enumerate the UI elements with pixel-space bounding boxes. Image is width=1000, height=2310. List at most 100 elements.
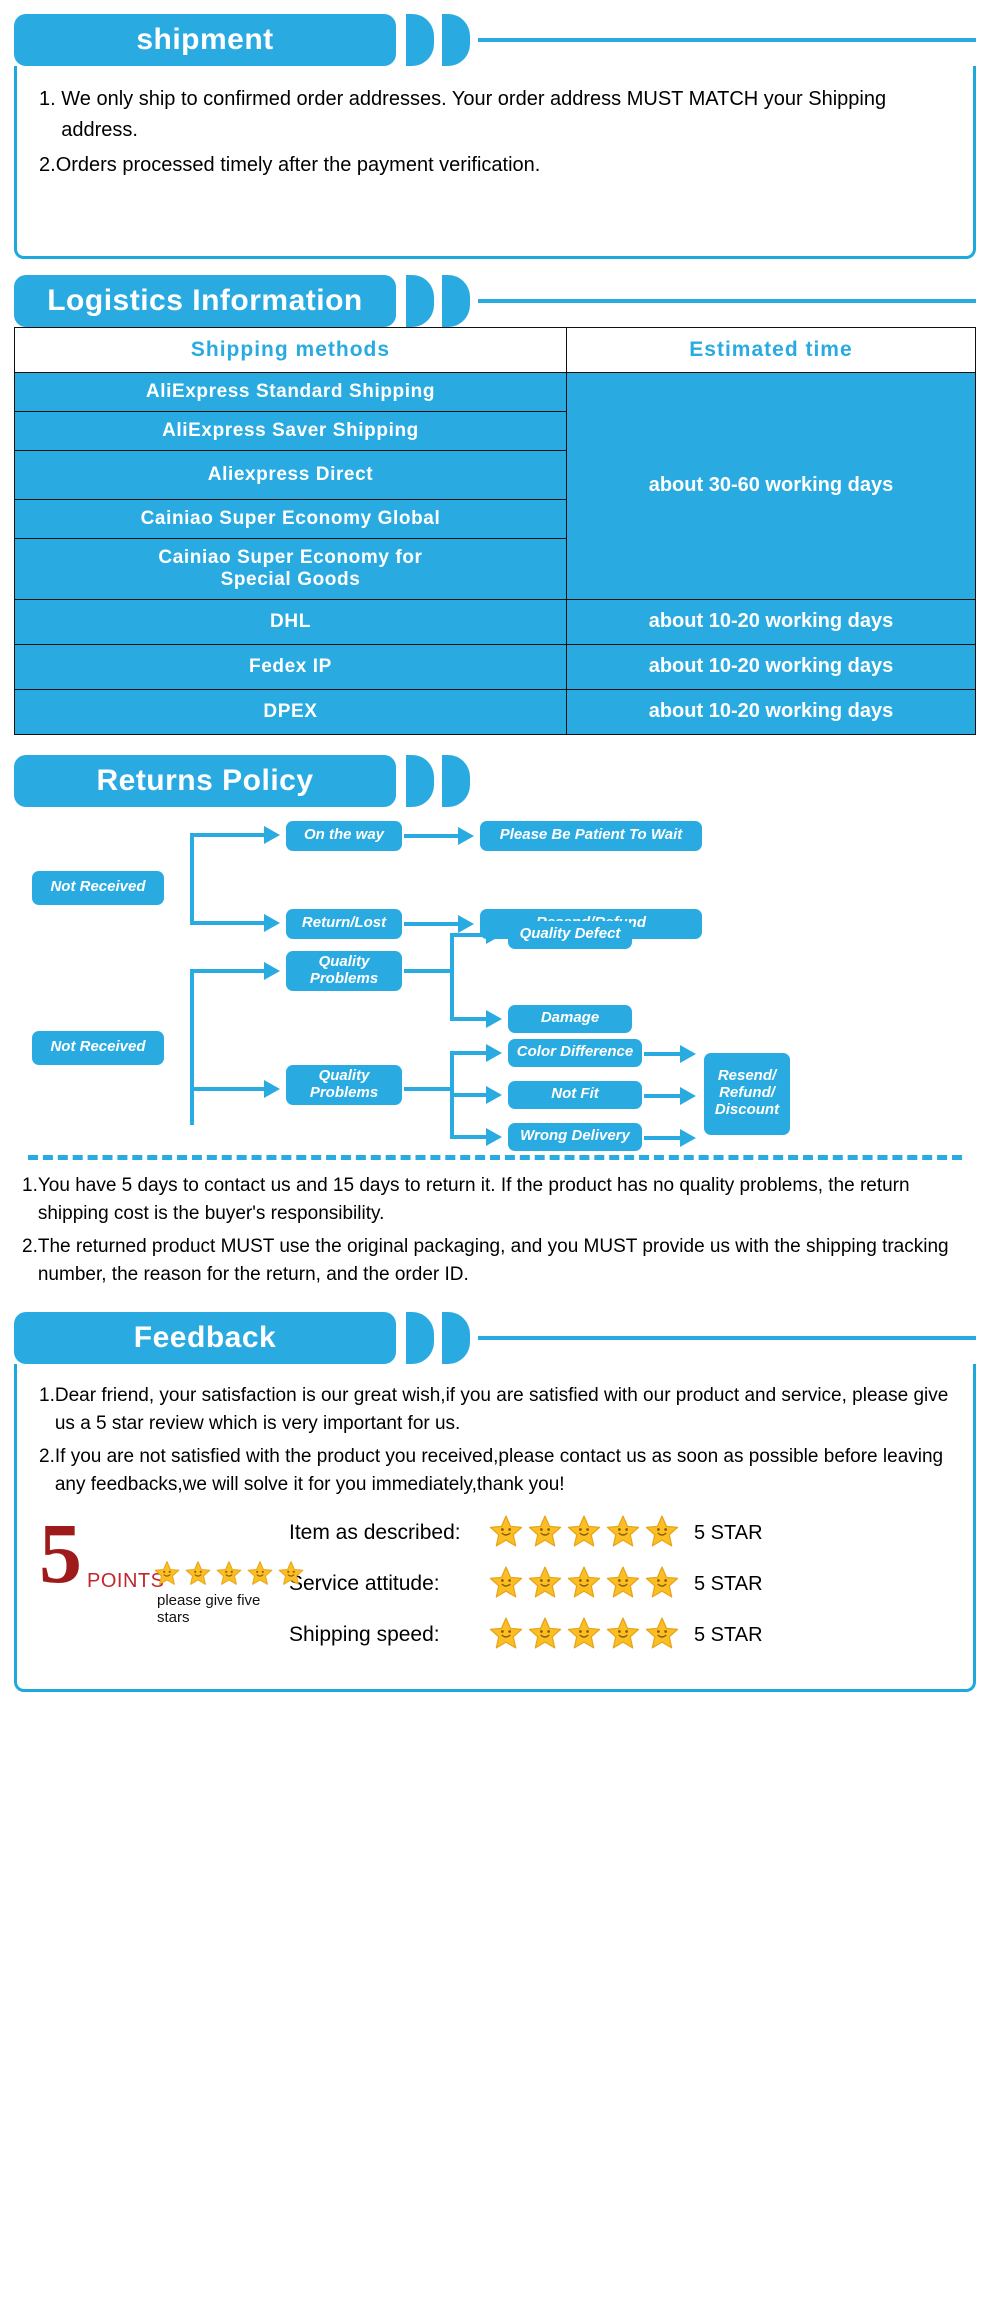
- flow-arrow-icon: [264, 961, 280, 980]
- flow-line: [450, 932, 488, 937]
- star-icon: [606, 1514, 640, 1553]
- estimated-time-cell: about 10-20 working days: [565, 643, 977, 690]
- col-header-time: Estimated time: [565, 327, 977, 373]
- flow-arrow-icon: [486, 1127, 502, 1146]
- flow-line: [190, 832, 194, 925]
- star-icon: [247, 1560, 273, 1591]
- badge-number: 5: [39, 1504, 82, 1601]
- star-icon: [606, 1616, 640, 1655]
- feedback-title: Feedback: [133, 1320, 277, 1354]
- rating-label: Item as described:: [289, 1521, 461, 1545]
- star-icon: [567, 1514, 601, 1553]
- shipment-body: 1. We only ship to confirmed order addre…: [14, 66, 976, 259]
- shipment-title-tag: shipment: [14, 14, 396, 66]
- list-number: 1.: [39, 88, 62, 110]
- header-pill-1: [406, 1311, 434, 1364]
- star-icon: [528, 1616, 562, 1655]
- flow-node-color-difference: Color Difference: [508, 1038, 642, 1067]
- flow-node-quality-defect: Quality Defect: [508, 920, 632, 949]
- dashed-divider: [28, 1154, 962, 1160]
- flow-arrow-icon: [264, 1079, 280, 1098]
- star-icon: [489, 1514, 523, 1553]
- flow-line: [450, 932, 454, 1021]
- star-icon: [185, 1560, 211, 1591]
- header-pill-2: [442, 1311, 470, 1364]
- flow-line: [190, 1086, 266, 1091]
- flow-arrow-icon: [264, 913, 280, 932]
- star-icon: [489, 1565, 523, 1604]
- list-number: 1.: [39, 1384, 55, 1406]
- star-icon: [528, 1514, 562, 1553]
- header-pill-1: [406, 14, 434, 66]
- logistics-table: Shipping methods Estimated time AliExpre…: [14, 327, 977, 735]
- list-text: If you are not satisfied with the produc…: [54, 1445, 944, 1496]
- method-cell: Aliexpress Direct: [14, 450, 567, 500]
- flow-line: [404, 921, 460, 926]
- method-cell: Cainiao Super Economy Global: [14, 499, 567, 539]
- flow-node-wrong-delivery: Wrong Delivery: [508, 1122, 642, 1151]
- logistics-body: Shipping methods Estimated time AliExpre…: [14, 327, 977, 735]
- flow-line: [644, 1093, 682, 1098]
- table-row: Aliexpress Direct: [14, 450, 976, 500]
- flow-arrow-icon: [680, 1044, 696, 1063]
- flow-line: [404, 833, 460, 838]
- flow-line: [190, 968, 266, 973]
- star-icon: [489, 1616, 523, 1655]
- feedback-header: Feedback: [14, 1311, 976, 1364]
- shipment-section: shipment 1. We only ship to confirmed or…: [14, 14, 976, 259]
- feedback-section: Feedback 1. Dear friend, your satisfacti…: [14, 1311, 976, 1692]
- estimated-time-cell: about 10-20 working days: [565, 688, 977, 735]
- header-pill-2: [442, 275, 470, 327]
- logistics-section: Logistics Information Shipping methods E…: [14, 275, 977, 735]
- list-text: Dear friend, your satisfaction is our gr…: [54, 1384, 949, 1435]
- rating-tag: 5 STAR: [694, 1572, 763, 1595]
- flow-arrow-icon: [680, 1086, 696, 1105]
- star-icon: [216, 1560, 242, 1591]
- star-icon: [278, 1560, 304, 1591]
- list-item: 1. You have 5 days to contact us and 15 …: [22, 1172, 958, 1229]
- flow-node-on-the-way: On the way: [286, 820, 402, 851]
- list-text: We only ship to confirmed order addresse…: [61, 88, 887, 141]
- shipment-title: shipment: [136, 23, 274, 56]
- rating-label: Service attitude:: [289, 1572, 440, 1596]
- rating-label: Shipping speed:: [289, 1623, 440, 1647]
- flow-node-not-fit: Not Fit: [508, 1080, 642, 1109]
- rating-row: Item as described: 5 STAR: [289, 1514, 951, 1553]
- returns-title: Returns Policy: [96, 763, 314, 797]
- flow-arrow-icon: [264, 825, 280, 844]
- badge-caption: please give five stars: [157, 1591, 261, 1626]
- method-cell: Fedex IP: [14, 643, 567, 690]
- returns-title-tag: Returns Policy: [14, 754, 396, 807]
- flow-arrow-icon: [458, 914, 474, 933]
- logistics-header: Logistics Information: [14, 275, 976, 327]
- list-text: The returned product MUST use the origin…: [37, 1235, 949, 1286]
- flow-line: [450, 1092, 488, 1097]
- flow-node-return-lost: Return/Lost: [286, 908, 402, 939]
- star-icon: [567, 1565, 601, 1604]
- star-icon: [567, 1616, 601, 1655]
- flow-arrow-icon: [486, 925, 502, 944]
- flow-node-resend-refund-discount: Resend/ Refund/ Discount: [704, 1052, 790, 1135]
- list-item: 1. We only ship to confirmed order addre…: [39, 84, 951, 146]
- flow-line: [450, 1016, 488, 1021]
- returns-header: Returns Policy: [14, 754, 976, 807]
- flow-arrow-icon: [486, 1009, 502, 1028]
- badge-points-label: POINTS: [87, 1569, 165, 1592]
- flow-line: [450, 1050, 488, 1055]
- flow-line: [644, 1135, 682, 1140]
- logistics-title: Logistics Information: [47, 284, 363, 317]
- header-pill-1: [406, 275, 434, 327]
- flow-node-damage: Damage: [508, 1004, 632, 1033]
- flow-line: [450, 1134, 488, 1139]
- flow-line: [404, 1086, 452, 1091]
- returns-notes: 1. You have 5 days to contact us and 15 …: [22, 1172, 958, 1290]
- badge-stars: [154, 1560, 309, 1591]
- flow-node-quality-problems-1: Quality Problems: [286, 950, 402, 991]
- flow-line: [190, 832, 266, 837]
- logistics-title-tag: Logistics Information: [14, 275, 396, 327]
- table-row: AliExpress Saver Shipping: [14, 411, 976, 451]
- flow-line: [644, 1051, 682, 1056]
- table-row: AliExpress Standard Shipping about 30-60…: [14, 372, 977, 600]
- list-item: 2. If you are not satisfied with the pro…: [39, 1443, 951, 1500]
- method-cell: DPEX: [14, 688, 567, 735]
